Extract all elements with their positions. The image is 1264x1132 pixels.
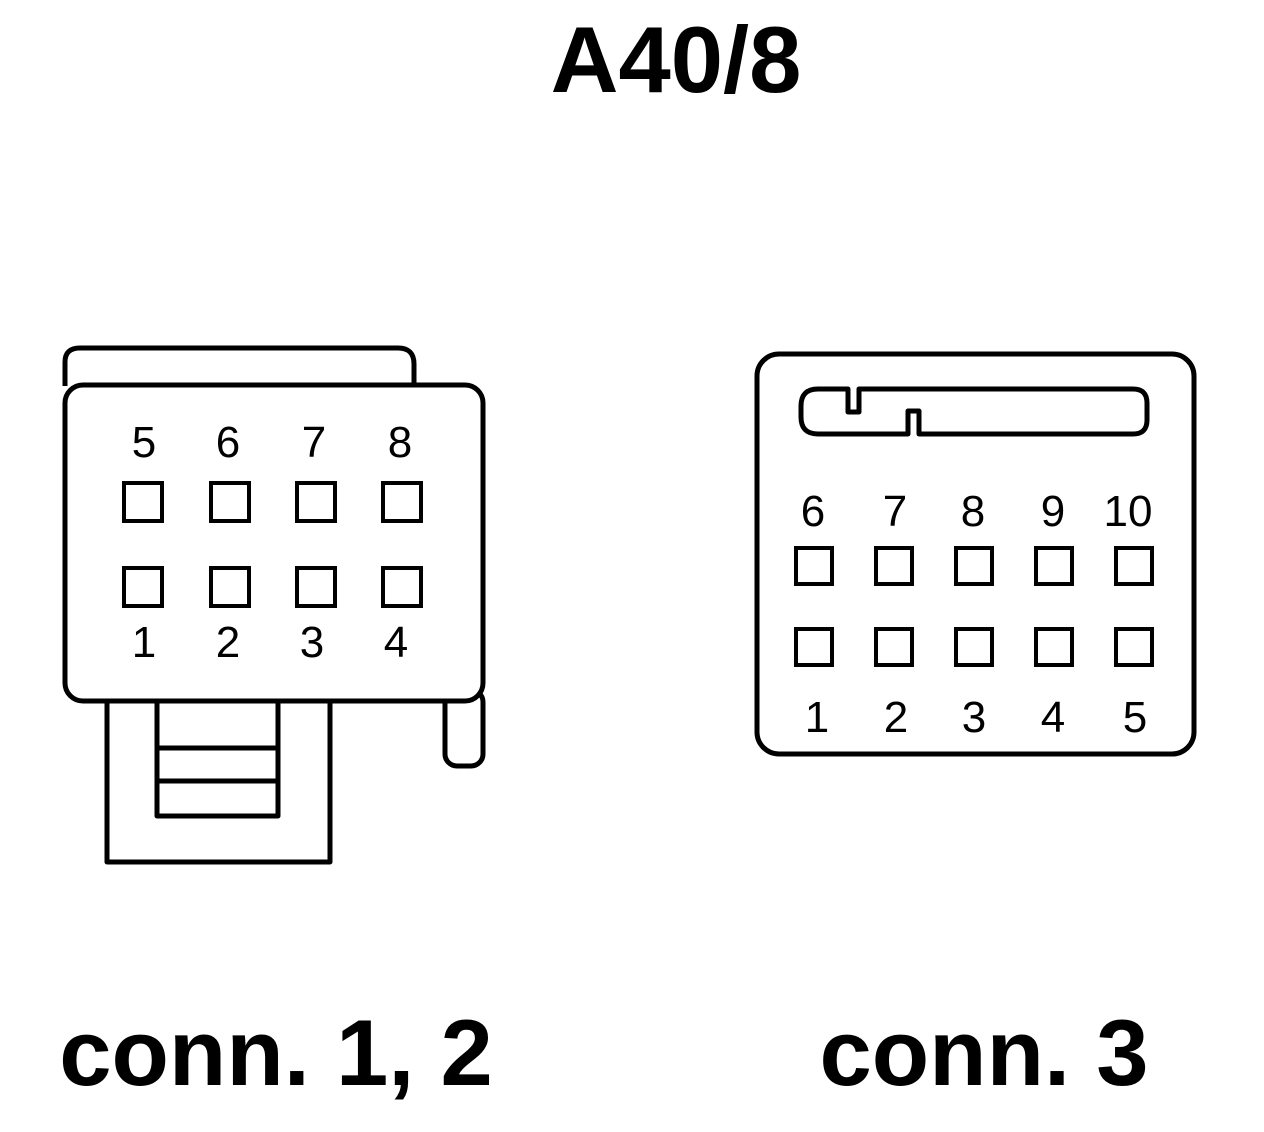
connector-right-pin-8 — [954, 546, 994, 586]
connector-right-caption: conn. 3 — [819, 1000, 1148, 1105]
connector-left-label-pin-3: 3 — [300, 618, 324, 667]
connector-right-label-pin-5: 5 — [1123, 693, 1147, 742]
connector-right-pin-5 — [1114, 627, 1154, 667]
connector-right-label-pin-8: 8 — [961, 487, 985, 536]
connector-left-label-pin-4: 4 — [384, 618, 408, 667]
connector-left-lock-inner — [154, 693, 281, 819]
connector-left-pin-2 — [209, 566, 251, 608]
connector-right-pin-9 — [1034, 546, 1074, 586]
connector-left-pin-1 — [122, 566, 164, 608]
connector-left-label-pin-8: 8 — [388, 418, 412, 467]
connector-right-pin-2 — [874, 627, 914, 667]
connector-right-pin-3 — [954, 627, 994, 667]
connector-left-label-pin-1: 1 — [132, 618, 156, 667]
connector-left-caption: conn. 1, 2 — [59, 1000, 493, 1105]
connector-right-label-pin-7: 7 — [883, 487, 907, 536]
connector-right-pin-4 — [1034, 627, 1074, 667]
connector-left-pin-3 — [295, 566, 337, 608]
connector-right-label-pin-2: 2 — [884, 693, 908, 742]
connector-right-pin-6 — [794, 546, 834, 586]
connector-right-pin-7 — [874, 546, 914, 586]
connector-right-label-pin-6: 6 — [801, 487, 825, 536]
diagram-title: A40/8 — [551, 7, 802, 112]
connector-right-label-pin-1: 1 — [805, 693, 829, 742]
connector-left-pin-7 — [295, 481, 337, 523]
connector-left-label-pin-6: 6 — [216, 418, 240, 467]
connector-left-label-pin-5: 5 — [132, 418, 156, 467]
connector-left-pin-4 — [381, 566, 423, 608]
connector-left-pin-5 — [122, 481, 164, 523]
connector-left-pin-8 — [381, 481, 423, 523]
connector-right: 6 7 8 9 10 1 2 3 4 5 — [754, 351, 1197, 757]
connector-right-label-pin-10: 10 — [1104, 487, 1153, 536]
connector-left-label-pin-2: 2 — [216, 618, 240, 667]
connector-right-label-pin-3: 3 — [962, 693, 986, 742]
connector-right-pin-1 — [794, 627, 834, 667]
connector-left-face — [62, 382, 486, 704]
connector-left-label-pin-7: 7 — [302, 418, 326, 467]
connector-right-label-pin-9: 9 — [1041, 487, 1065, 536]
connector-right-label-pin-4: 4 — [1041, 693, 1065, 742]
connector-right-pin-10 — [1114, 546, 1154, 586]
connector-left-pin-6 — [209, 481, 251, 523]
connector-left: 5 6 7 8 1 2 3 4 — [62, 345, 486, 865]
connector-right-key-slot — [798, 386, 1150, 437]
connector-left-rear-housing — [62, 345, 417, 386]
